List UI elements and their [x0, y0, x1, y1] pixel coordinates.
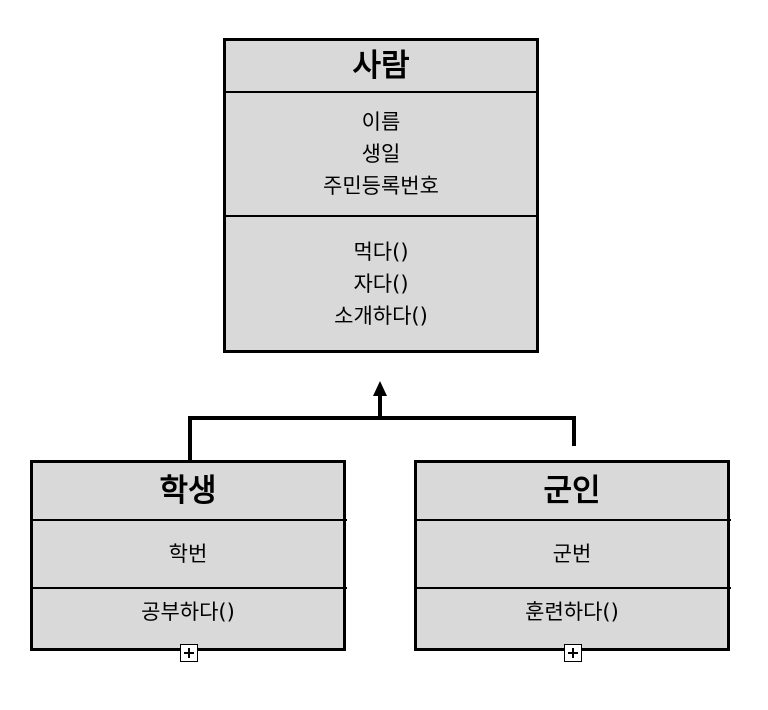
class-student-divider-2 [33, 587, 347, 589]
class-soldier-attributes: 군번 [417, 521, 727, 587]
class-person-name: 사람 [352, 47, 410, 84]
attribute-birthday: 생일 [361, 142, 401, 166]
class-person-divider-1 [226, 91, 536, 93]
class-person-attributes: 이름 생일 주민등록번호 [226, 93, 536, 215]
class-soldier[interactable]: 군인 군번 훈련하다() [414, 460, 731, 662]
class-person-name-section: 사람 [226, 41, 536, 91]
method-train: 훈련하다() [525, 600, 619, 624]
attribute-resident-number: 주민등록번호 [323, 174, 439, 198]
class-student-name-section: 학생 [33, 463, 343, 519]
soldier-expand-icon[interactable] [564, 644, 582, 662]
method-eat: 먹다() [353, 239, 409, 264]
method-study: 공부하다() [141, 600, 235, 624]
class-person-divider-2 [226, 215, 536, 217]
class-person-methods: 먹다() 자다() 소개하다() [226, 217, 536, 350]
class-soldier-methods: 훈련하다() [417, 589, 727, 635]
attribute-service-number: 군번 [552, 542, 592, 566]
class-student[interactable]: 학생 학번 공부하다() [30, 460, 347, 662]
class-soldier-name-section: 군인 [417, 463, 727, 519]
class-person[interactable]: 사람 이름 생일 주민등록번호 먹다() 자다() 소개하다() [223, 38, 539, 353]
class-student-name: 학생 [159, 472, 217, 509]
student-expand-icon[interactable] [180, 644, 198, 662]
class-soldier-divider-2 [417, 587, 731, 589]
class-student-attributes: 학번 [33, 521, 343, 587]
inheritance-branch-line [188, 416, 576, 460]
inheritance-arrowhead [373, 381, 387, 396]
method-introduce: 소개하다() [334, 303, 428, 328]
method-sleep: 자다() [353, 271, 409, 296]
class-soldier-divider-1 [417, 519, 731, 521]
class-student-methods: 공부하다() [33, 589, 343, 635]
class-soldier-name: 군인 [543, 472, 601, 509]
attribute-student-id: 학번 [168, 542, 208, 566]
attribute-name: 이름 [361, 110, 401, 134]
class-student-divider-1 [33, 519, 347, 521]
